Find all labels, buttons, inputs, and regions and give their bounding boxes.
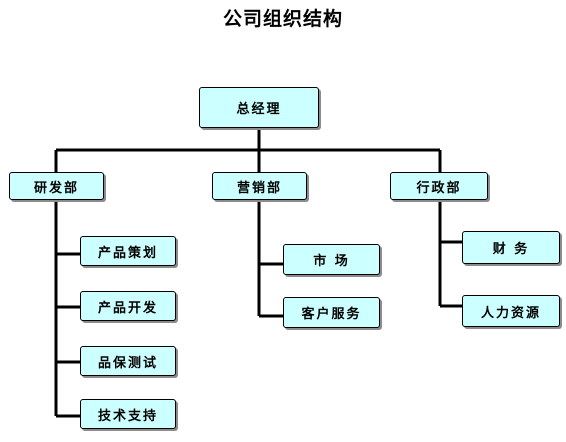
dept-node-marketing: 营销部 xyxy=(212,172,307,200)
child-node-product-development: 产品开发 xyxy=(80,291,176,321)
node-label: 研发部 xyxy=(33,180,79,196)
dept-node-rnd: 研发部 xyxy=(9,172,104,200)
node-label: 总经理 xyxy=(236,102,282,117)
node-label: 产品策划 xyxy=(97,245,158,261)
child-node-customer-service: 客户服务 xyxy=(283,297,380,328)
child-node-finance: 财 务 xyxy=(462,231,560,264)
node-label: 产品开发 xyxy=(97,300,158,316)
root-node-general-manager: 总经理 xyxy=(199,87,319,128)
chart-title: 公司组织结构 xyxy=(222,8,343,30)
child-node-qa-testing: 品保测试 xyxy=(80,346,176,376)
child-node-human-resources: 人力资源 xyxy=(462,295,560,327)
node-label: 行政部 xyxy=(416,180,462,196)
node-label: 财 务 xyxy=(492,242,530,257)
dept-node-admin: 行政部 xyxy=(390,172,488,200)
node-label: 人力资源 xyxy=(480,305,541,321)
node-label: 市 场 xyxy=(313,254,350,269)
node-label: 品保测试 xyxy=(97,355,158,371)
child-node-market: 市 场 xyxy=(283,244,380,275)
child-node-product-planning: 产品策划 xyxy=(80,236,176,266)
node-label: 技术支持 xyxy=(97,408,158,424)
node-label: 客户服务 xyxy=(301,307,362,322)
child-node-tech-support: 技术支持 xyxy=(80,399,176,429)
node-label: 营销部 xyxy=(236,180,282,196)
